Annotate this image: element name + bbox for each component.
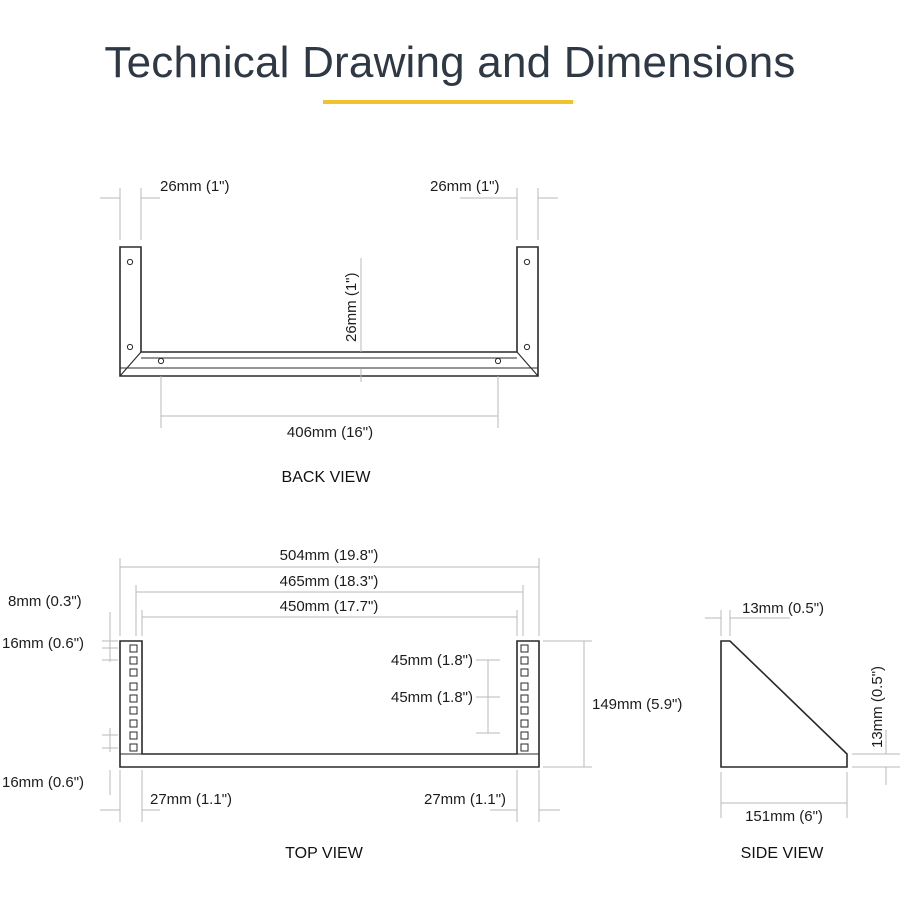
side-view-top-width-dim: 13mm (0.5") — [742, 600, 824, 617]
side-view-bottom-height-dim: 13mm (0.5") — [869, 666, 886, 748]
top-view-depth-dim: 149mm (5.9") — [592, 696, 682, 713]
back-view-bracket — [119, 246, 539, 377]
back-view-hole — [523, 343, 531, 351]
top-view-right-flange-dim: 27mm (1.1") — [424, 791, 506, 808]
back-view-height-dim: 26mm (1") — [343, 272, 360, 342]
top-view-left-holes — [129, 644, 138, 752]
back-view-hole — [126, 343, 134, 351]
top-view-right-holes — [520, 644, 529, 752]
back-view: 26mm (1") 26mm (1") 26mm (1") 406mm (16"… — [100, 178, 558, 486]
back-view-inner-width-dim: 406mm (16") — [287, 424, 373, 441]
top-view-inner-width-dim: 450mm (17.7") — [280, 598, 379, 615]
back-view-hole — [523, 258, 531, 266]
title-underline — [323, 100, 573, 104]
back-view-hole — [126, 258, 134, 266]
top-view-hole-pitch-2-dim: 45mm (1.8") — [391, 689, 473, 706]
top-view-bracket — [119, 640, 540, 768]
top-view-mid-width-dim: 465mm (18.3") — [280, 573, 379, 590]
top-view-overall-width-dim: 504mm (19.8") — [280, 547, 379, 564]
top-view: 504mm (19.8") 465mm (18.3") 450mm (17.7"… — [2, 547, 682, 862]
side-view: 13mm (0.5") 13mm (0.5") 151mm (6") SIDE … — [705, 600, 900, 862]
back-view-hole — [494, 357, 502, 365]
back-view-left-flange-dim: 26mm (1") — [160, 178, 230, 195]
top-view-bottom-spacing-dim: 16mm (0.6") — [2, 774, 84, 791]
top-view-hole-pitch-1-dim: 45mm (1.8") — [391, 652, 473, 669]
side-view-gusset — [720, 640, 848, 768]
back-view-corner-left — [119, 351, 142, 377]
top-view-left-flange-dim: 27mm (1.1") — [150, 791, 232, 808]
top-view-label: TOP VIEW — [285, 845, 364, 862]
back-view-label: BACK VIEW — [282, 469, 372, 486]
side-view-length-dim: 151mm (6") — [745, 808, 823, 825]
page-title: Technical Drawing and Dimensions — [104, 38, 796, 87]
back-view-hole — [157, 357, 165, 365]
top-view-top-spacing-dim: 16mm (0.6") — [2, 635, 84, 652]
back-view-right-flange-dim: 26mm (1") — [430, 178, 500, 195]
top-view-top-offset-dim: 8mm (0.3") — [8, 593, 82, 610]
side-view-label: SIDE VIEW — [741, 845, 825, 862]
back-view-corner-right — [516, 351, 539, 377]
